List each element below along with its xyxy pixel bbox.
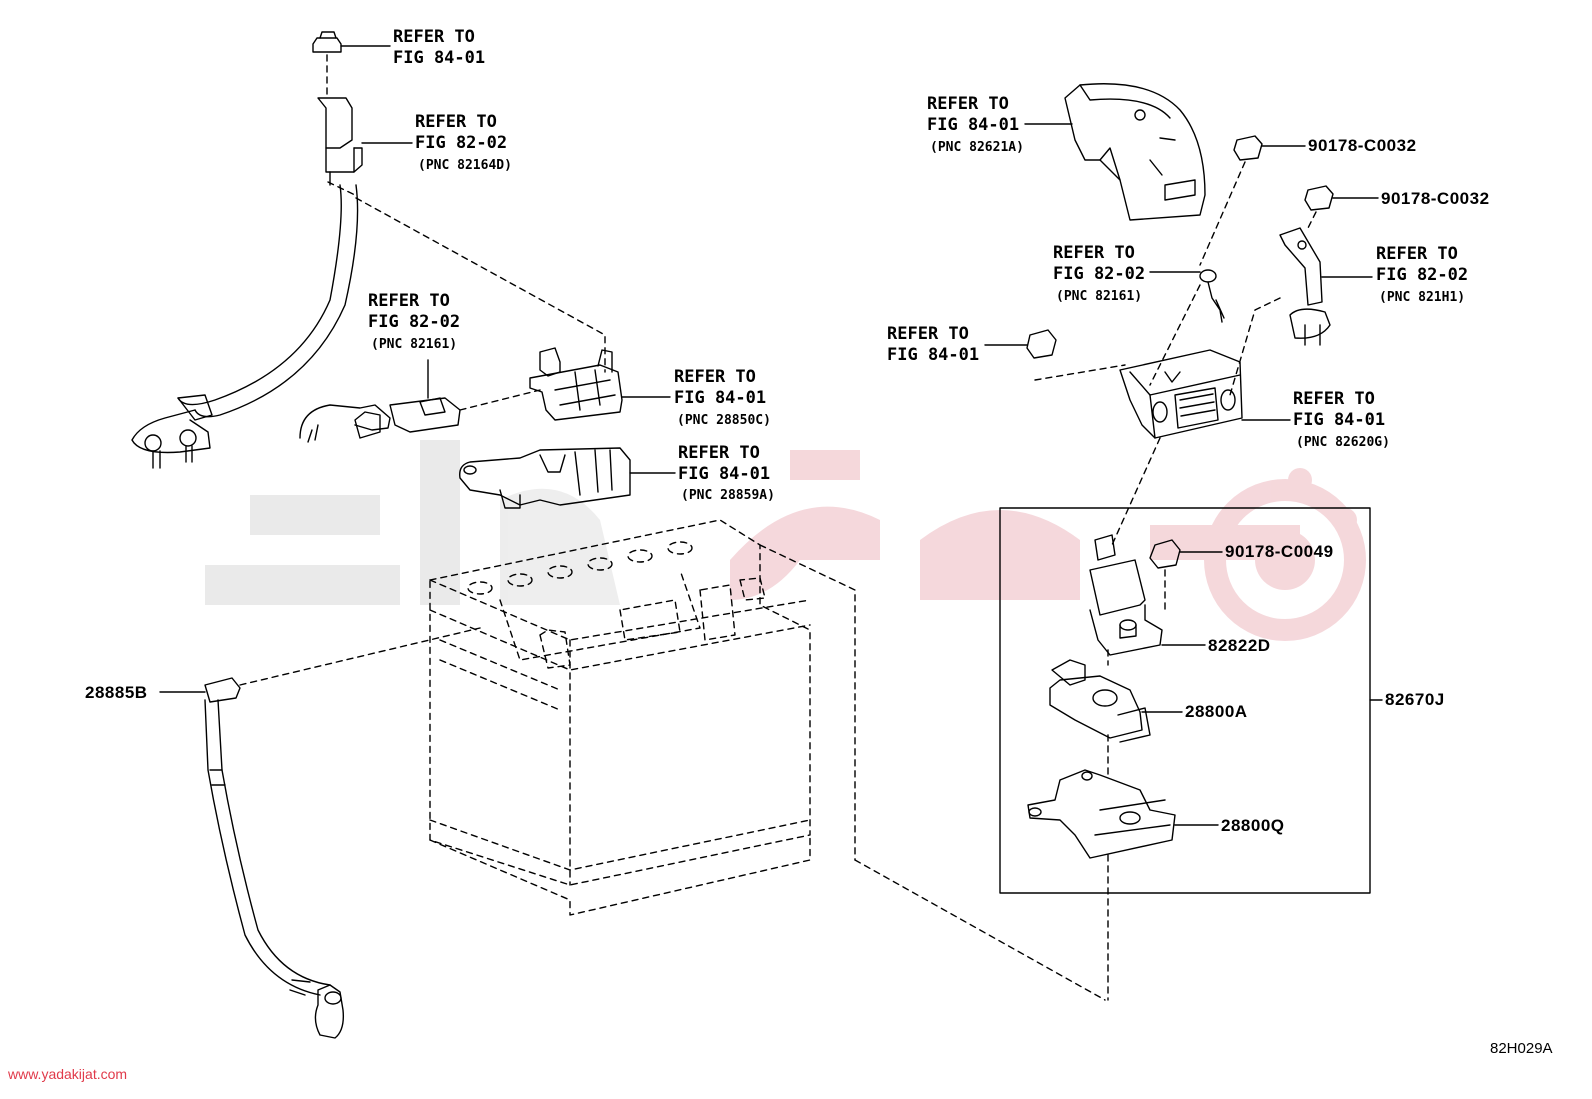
cover-82621a (1024, 83, 1206, 221)
positive-cable (131, 97, 413, 469)
ref-label-6: REFER TO FIG 84-01 (927, 94, 1019, 136)
bolt-90178-c0032-a (1233, 135, 1306, 161)
ref-pnc-7: (PNC 82161) (1056, 289, 1143, 304)
leader-82161 (459, 389, 541, 411)
ref-line1: REFER TO (927, 94, 1009, 114)
bolt-top-left (312, 31, 391, 53)
ref-line1: REFER TO (674, 367, 756, 387)
ref-label-3: REFER TO FIG 82-02 (368, 291, 460, 333)
ref-line2: FIG 84-01 (887, 345, 980, 365)
terminal-28800a (1049, 659, 1183, 743)
ref-line2: FIG 82-02 (415, 133, 508, 153)
ref-pnc-4: (PNC 28850C) (677, 413, 771, 428)
ref-line1: REFER TO (368, 291, 450, 311)
ref-line2: FIG 84-01 (1293, 410, 1386, 430)
wire-82161-right (1149, 269, 1225, 323)
ref-label-5: REFER TO FIG 84-01 (678, 443, 770, 485)
ref-line2: FIG 84-01 (678, 464, 771, 484)
bracket-821h1 (1279, 227, 1373, 346)
negative-cable (159, 677, 345, 1039)
ref-pnc-5: (PNC 28859A) (681, 488, 775, 503)
ref-line1: REFER TO (1053, 243, 1135, 263)
fuse-holder-28859a (459, 447, 676, 509)
bolt-90178-c0049 (1149, 539, 1223, 569)
watermark-url[interactable]: www.yadakijat.com (8, 1066, 128, 1082)
ref-pnc-10: (PNC 82620G) (1296, 435, 1390, 450)
ref-line1: REFER TO (1293, 389, 1375, 409)
ref-line2: FIG 84-01 (674, 388, 767, 408)
ref-pnc-6: (PNC 82621A) (930, 140, 1024, 155)
dashed-leaders-left (326, 54, 606, 373)
ref-label-1: REFER TO FIG 84-01 (393, 27, 485, 69)
part-number-bolt-1: 90178-C0032 (1308, 136, 1417, 155)
part-number-clamp: 82822D (1208, 636, 1271, 655)
diagram-code: 82H029A (1490, 1040, 1553, 1057)
battery (239, 519, 1106, 1001)
ref-pnc-3: (PNC 82161) (371, 337, 458, 352)
part-number-cable: 28885B (85, 683, 148, 702)
fuse-block-28850c (529, 347, 671, 421)
ref-label-8: REFER TO FIG 82-02 (1376, 244, 1468, 286)
bracket-28800q (1027, 769, 1219, 859)
ref-line1: REFER TO (887, 324, 969, 344)
ref-label-4: REFER TO FIG 84-01 (674, 367, 766, 409)
ref-label-2: REFER TO FIG 82-02 (415, 112, 507, 154)
ref-label-7: REFER TO FIG 82-02 (1053, 243, 1145, 285)
ref-pnc-2: (PNC 82164D) (418, 158, 512, 173)
ref-line1: REFER TO (678, 443, 760, 463)
part-number-bolt-2: 90178-C0032 (1381, 189, 1490, 208)
bolt-90178-c0032-b (1304, 185, 1379, 211)
ref-pnc-8: (PNC 821H1) (1379, 290, 1466, 305)
watermark-logo (205, 440, 1366, 641)
ref-line2: FIG 82-02 (368, 312, 461, 332)
clamp-82822d (1089, 534, 1206, 656)
ref-label-10: REFER TO FIG 84-01 (1293, 389, 1385, 431)
ref-line2: FIG 84-01 (393, 48, 486, 68)
part-number-terminal: 28800A (1185, 702, 1248, 721)
ref-line1: REFER TO (1376, 244, 1458, 264)
ref-label-9: REFER TO FIG 84-01 (887, 324, 979, 366)
part-number-bolt-3: 90178-C0049 (1225, 542, 1334, 561)
ref-line1: REFER TO (415, 112, 497, 132)
part-number-assembly: 82670J (1385, 690, 1445, 709)
dashed-leaders-right (1034, 161, 1317, 1001)
ref-line2: FIG 84-01 (927, 115, 1020, 135)
ref-line1: REFER TO (393, 27, 475, 47)
wire-82161 (299, 359, 461, 443)
bolt-fig-84-01 (984, 329, 1057, 359)
part-number-bracket: 28800Q (1221, 816, 1285, 835)
ref-line2: FIG 82-02 (1053, 264, 1146, 284)
relay-box-82620g (1119, 349, 1291, 439)
ref-line2: FIG 82-02 (1376, 265, 1469, 285)
